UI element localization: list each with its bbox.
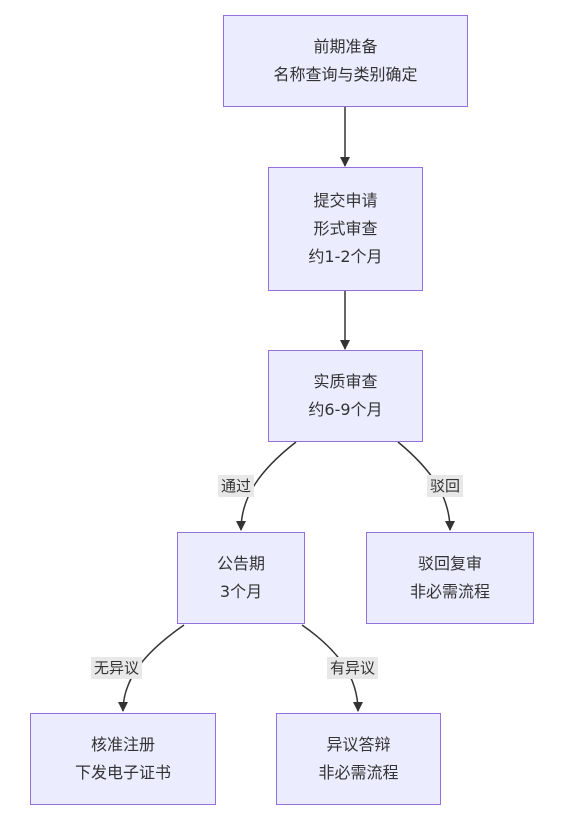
node-submit-line1: 提交申请: [313, 191, 378, 210]
node-register: 核准注册 下发电子证书: [30, 713, 216, 805]
node-opposition-line1: 异议答辩: [326, 735, 391, 754]
edge-label-no-objection: 无异议: [91, 657, 143, 679]
edge-label-pass: 通过: [218, 475, 255, 497]
node-reexam-line2: 非必需流程: [409, 582, 490, 601]
node-reexam: 驳回复审 非必需流程: [366, 532, 534, 624]
node-publication-line2: 3个月: [219, 582, 263, 601]
node-prep-line2: 名称查询与类别确定: [273, 65, 418, 84]
node-publication-line1: 公告期: [216, 554, 265, 573]
node-register-line1: 核准注册: [90, 735, 155, 754]
node-submit: 提交申请 形式审查 约1-2个月: [268, 167, 423, 291]
node-substantive: 实质审查 约6-9个月: [268, 350, 423, 442]
edge-label-objection: 有异议: [327, 657, 379, 679]
node-substantive-line2: 约6-9个月: [308, 400, 383, 419]
node-prep: 前期准备 名称查询与类别确定: [223, 15, 468, 107]
node-substantive-line1: 实质审查: [313, 372, 378, 391]
node-reexam-line1: 驳回复审: [417, 554, 482, 573]
node-prep-line1: 前期准备: [313, 37, 378, 56]
edge-label-reject: 驳回: [427, 475, 464, 497]
node-publication: 公告期 3个月: [177, 532, 305, 624]
edge-pass: [236, 441, 297, 531]
node-opposition: 异议答辩 非必需流程: [276, 713, 441, 805]
node-submit-line3: 约1-2个月: [308, 247, 383, 266]
node-register-line2: 下发电子证书: [74, 763, 171, 782]
node-opposition-line2: 非必需流程: [318, 763, 399, 782]
node-submit-line2: 形式审查: [313, 219, 378, 238]
